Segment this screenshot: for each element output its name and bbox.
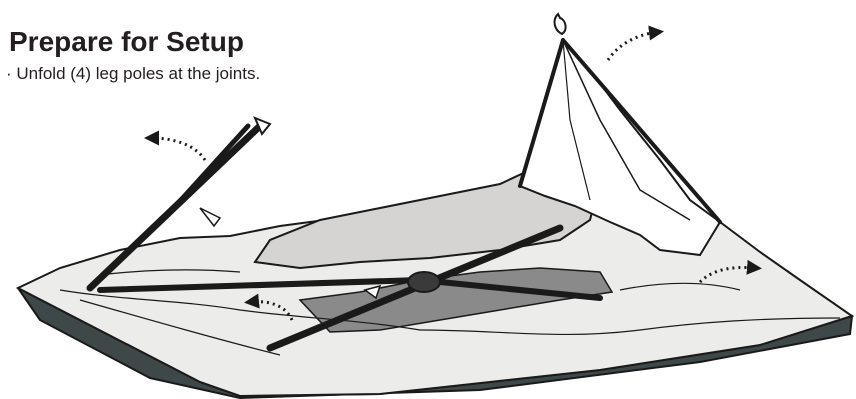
arrow-upper-right-icon bbox=[608, 32, 658, 60]
arrow-upper-left-icon bbox=[150, 138, 205, 160]
